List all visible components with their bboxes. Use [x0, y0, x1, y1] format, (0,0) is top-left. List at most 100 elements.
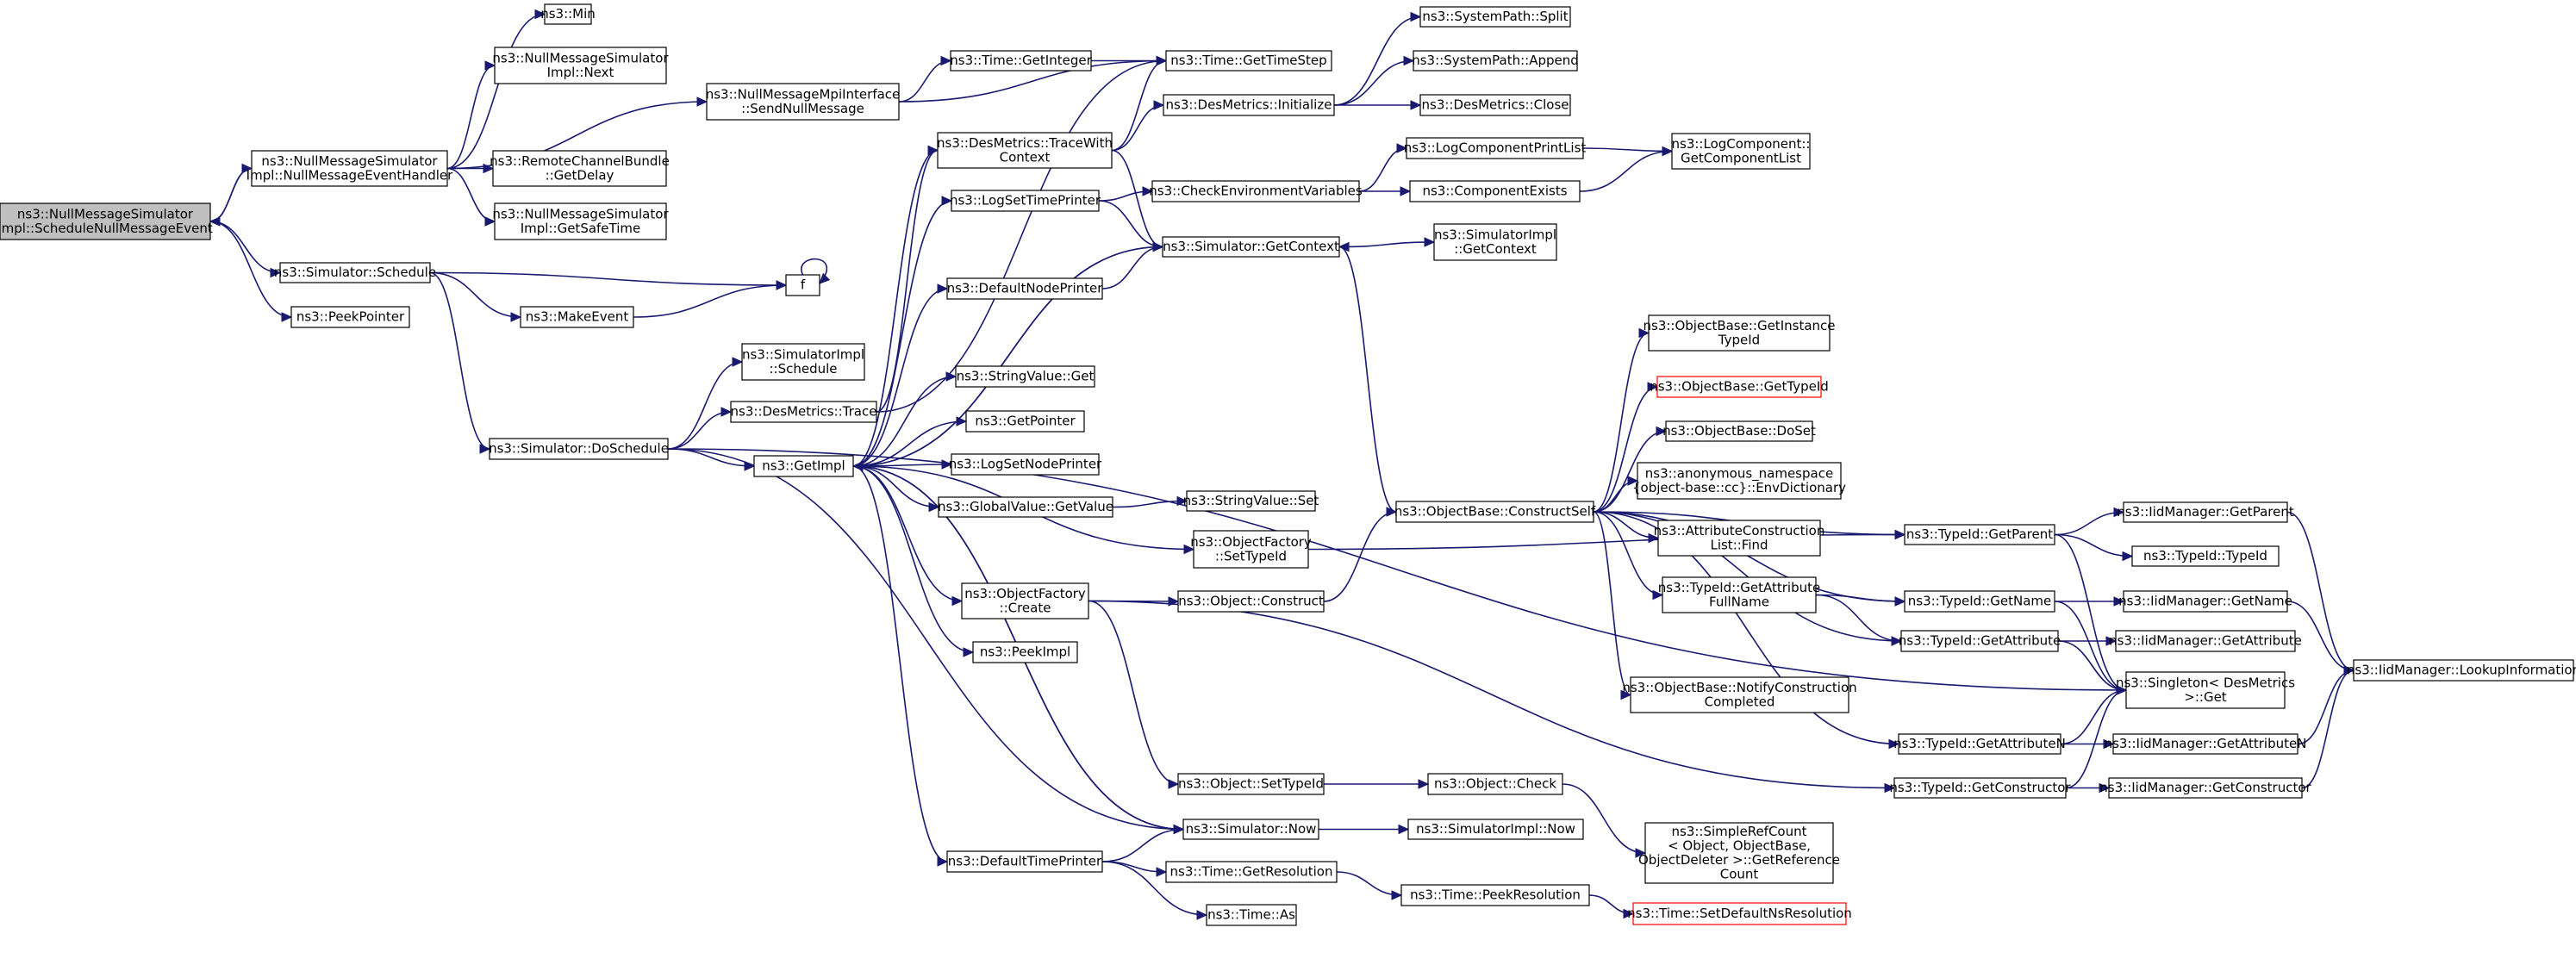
node-box	[520, 306, 634, 328]
edge-line	[1112, 500, 1188, 508]
node-envdict[interactable]: ns3::anonymous_namespace{object-base::cc…	[1632, 462, 1846, 500]
node-tidname[interactable]: ns3::TypeId::GetName	[1904, 590, 2055, 613]
node-getimpl[interactable]: ns3::GetImpl	[753, 455, 854, 477]
edge-line	[852, 420, 967, 467]
node-iidattr[interactable]: ns3::IidManager::GetAttribute	[2109, 630, 2302, 652]
edge-desminit-to-append	[1333, 55, 1415, 106]
node-root[interactable]: ns3::NullMessageSimulatorImpl::ScheduleN…	[0, 202, 213, 240]
node-box	[544, 3, 592, 25]
node-peekimpl[interactable]: ns3::PeekImpl	[972, 641, 1078, 663]
node-label: ::GetDelay	[546, 167, 614, 183]
edge-line	[1593, 511, 1899, 745]
edge-line	[1593, 386, 1658, 513]
node-getcontext[interactable]: ns3::Simulator::GetContext	[1162, 236, 1340, 258]
node-split[interactable]: ns3::SystemPath::Split	[1419, 6, 1571, 28]
node-gvgetvalue[interactable]: ns3::GlobalValue::GetValue	[938, 496, 1113, 518]
node-append[interactable]: ns3::SystemPath::Append	[1412, 50, 1579, 72]
node-tidtypeid[interactable]: ns3::TypeId::TypeId	[2131, 545, 2280, 567]
node-defnodeprint[interactable]: ns3::DefaultNodePrinter	[946, 277, 1104, 300]
node-iidattrn[interactable]: ns3::IidManager::GetAttributeN	[2105, 733, 2307, 755]
node-iidname[interactable]: ns3::IidManager::GetName	[2118, 590, 2292, 613]
node-logcompprint[interactable]: ns3::LogComponentPrintList	[1404, 137, 1587, 159]
node-nmeh[interactable]: ns3::NullMessageSimulatorImpl::NullMessa…	[246, 150, 454, 187]
edge-arrowhead	[1153, 100, 1165, 110]
edge-compexists-to-logcomplist	[1579, 146, 1674, 192]
node-simnow[interactable]: ns3::Simulator::Now	[1182, 819, 1319, 840]
edge-arrowhead	[928, 501, 940, 513]
node-objcheck[interactable]: ns3::Object::Check	[1427, 773, 1563, 795]
node-ofcreate[interactable]: ns3::ObjectFactory::Create	[961, 582, 1089, 619]
node-getdelay[interactable]: ns3::RemoteChannelBundle::GetDelay	[490, 150, 670, 187]
node-ofsettype[interactable]: ns3::ObjectFactory::SetTypeId	[1190, 530, 1312, 569]
node-setdefres[interactable]: ns3::Time::SetDefaultNsResolution	[1627, 902, 1852, 925]
node-compexists[interactable]: ns3::ComponentExists	[1409, 180, 1581, 202]
node-simpleref[interactable]: ns3::SimpleRefCount< Object, ObjectBase,…	[1638, 822, 1840, 884]
node-iidparent[interactable]: ns3::IidManager::GetParent	[2117, 501, 2294, 523]
edge-arrowhead	[927, 145, 939, 156]
node-box	[785, 274, 820, 296]
node-objconstruct[interactable]: ns3::Object::Construct	[1177, 590, 1325, 613]
edge-line	[446, 13, 546, 170]
node-box	[1630, 676, 1849, 713]
node-iidcons[interactable]: ns3::IidManager::GetConstructor	[2099, 777, 2312, 799]
node-simimplctx[interactable]: ns3::SimulatorImpl::GetContext	[1433, 223, 1557, 261]
node-tidattr[interactable]: ns3::TypeId::GetAttribute	[1899, 630, 2061, 652]
node-singleton[interactable]: ns3::Singleton< DesMetrics>::Get	[2116, 671, 2295, 709]
node-objsettype[interactable]: ns3::Object::SetTypeId	[1177, 773, 1325, 795]
node-safetime[interactable]: ns3::NullMessageSimulatorImpl::GetSafeTi…	[492, 202, 669, 240]
edge-objcheck-to-simpleref	[1562, 783, 1647, 858]
node-constructself[interactable]: ns3::ObjectBase::ConstructSelf	[1394, 501, 1596, 523]
node-tidcons[interactable]: ns3::TypeId::GetConstructor	[1889, 777, 2071, 799]
node-sendnull[interactable]: ns3::NullMessageMpiInterface::SendNullMe…	[706, 83, 901, 121]
edge-getimpl-to-peekimpl	[852, 465, 975, 657]
node-timeas[interactable]: ns3::Time::As	[1206, 904, 1297, 926]
node-tidparent[interactable]: ns3::TypeId::GetParent	[1904, 524, 2055, 545]
node-lookup[interactable]: ns3::IidManager::LookupInformation	[2347, 659, 2576, 682]
node-min[interactable]: ns3::Min	[540, 3, 596, 25]
node-strvalget[interactable]: ns3::StringValue::Get	[955, 365, 1095, 388]
node-desminit[interactable]: ns3::DesMetrics::Initialize	[1163, 94, 1335, 116]
node-makeevent[interactable]: ns3::MakeEvent	[520, 306, 634, 328]
node-desmclose[interactable]: ns3::DesMetrics::Close	[1419, 94, 1571, 116]
node-logcomplist[interactable]: ns3::LogComponent::GetComponentList	[1671, 133, 1811, 170]
node-simimplnow[interactable]: ns3::SimulatorImpl::Now	[1407, 819, 1584, 840]
node-logsetnode[interactable]: ns3::LogSetNodePrinter	[949, 453, 1102, 476]
node-doschedule[interactable]: ns3::Simulator::DoSchedule	[489, 438, 669, 460]
node-timestep[interactable]: ns3::Time::GetTimeStep	[1165, 50, 1332, 72]
node-sched[interactable]: ns3::Simulator::Schedule	[274, 262, 436, 283]
edge-nmeh-to-safetime	[446, 167, 496, 227]
node-timepeekres[interactable]: ns3::Time::PeekResolution	[1400, 884, 1590, 906]
edge-tidcons-to-iidcons	[2066, 782, 2111, 794]
node-obgettype[interactable]: ns3::ObjectBase::GetTypeId	[1650, 376, 1829, 398]
node-obdoset[interactable]: ns3::ObjectBase::DoSet	[1662, 420, 1816, 442]
node-timegetres[interactable]: ns3::Time::GetResolution	[1165, 861, 1338, 883]
node-label: ns3::ObjectFactory	[1190, 534, 1312, 550]
node-tidattrn[interactable]: ns3::TypeId::GetAttributeN	[1893, 733, 2066, 755]
node-simimplsched[interactable]: ns3::SimulatorImpl::Schedule	[741, 343, 865, 381]
edge-arrowhead	[851, 461, 864, 471]
node-checkenv[interactable]: ns3::CheckEnvironmentVariables	[1149, 180, 1363, 202]
node-box	[2123, 590, 2288, 613]
node-getpointer[interactable]: ns3::GetPointer	[965, 410, 1085, 433]
edge-line	[446, 167, 496, 222]
node-label: {object-base::cc}::EnvDictionary	[1632, 480, 1846, 495]
node-logsettime[interactable]: ns3::LogSetTimePrinter	[950, 190, 1101, 212]
node-f[interactable]: f	[785, 274, 820, 296]
edge-line	[852, 288, 948, 467]
node-strvalset[interactable]: ns3::StringValue::Set	[1183, 490, 1319, 512]
node-timegetint[interactable]: ns3::Time::GetInteger	[950, 50, 1093, 72]
node-box	[972, 641, 1078, 663]
edge-arrowhead	[1656, 426, 1668, 437]
edge-arrowhead	[2099, 782, 2111, 794]
edge-arrowhead	[1168, 779, 1180, 789]
node-deftimeprint[interactable]: ns3::DefaultTimePrinter	[946, 850, 1103, 873]
edge-arrowhead	[241, 163, 253, 174]
node-notifycons[interactable]: ns3::ObjectBase::NotifyConstructionCompl…	[1622, 676, 1857, 713]
node-peekptr[interactable]: ns3::PeekPointer	[290, 306, 410, 328]
node-desmtrace[interactable]: ns3::DesMetrics::Trace	[730, 401, 877, 423]
